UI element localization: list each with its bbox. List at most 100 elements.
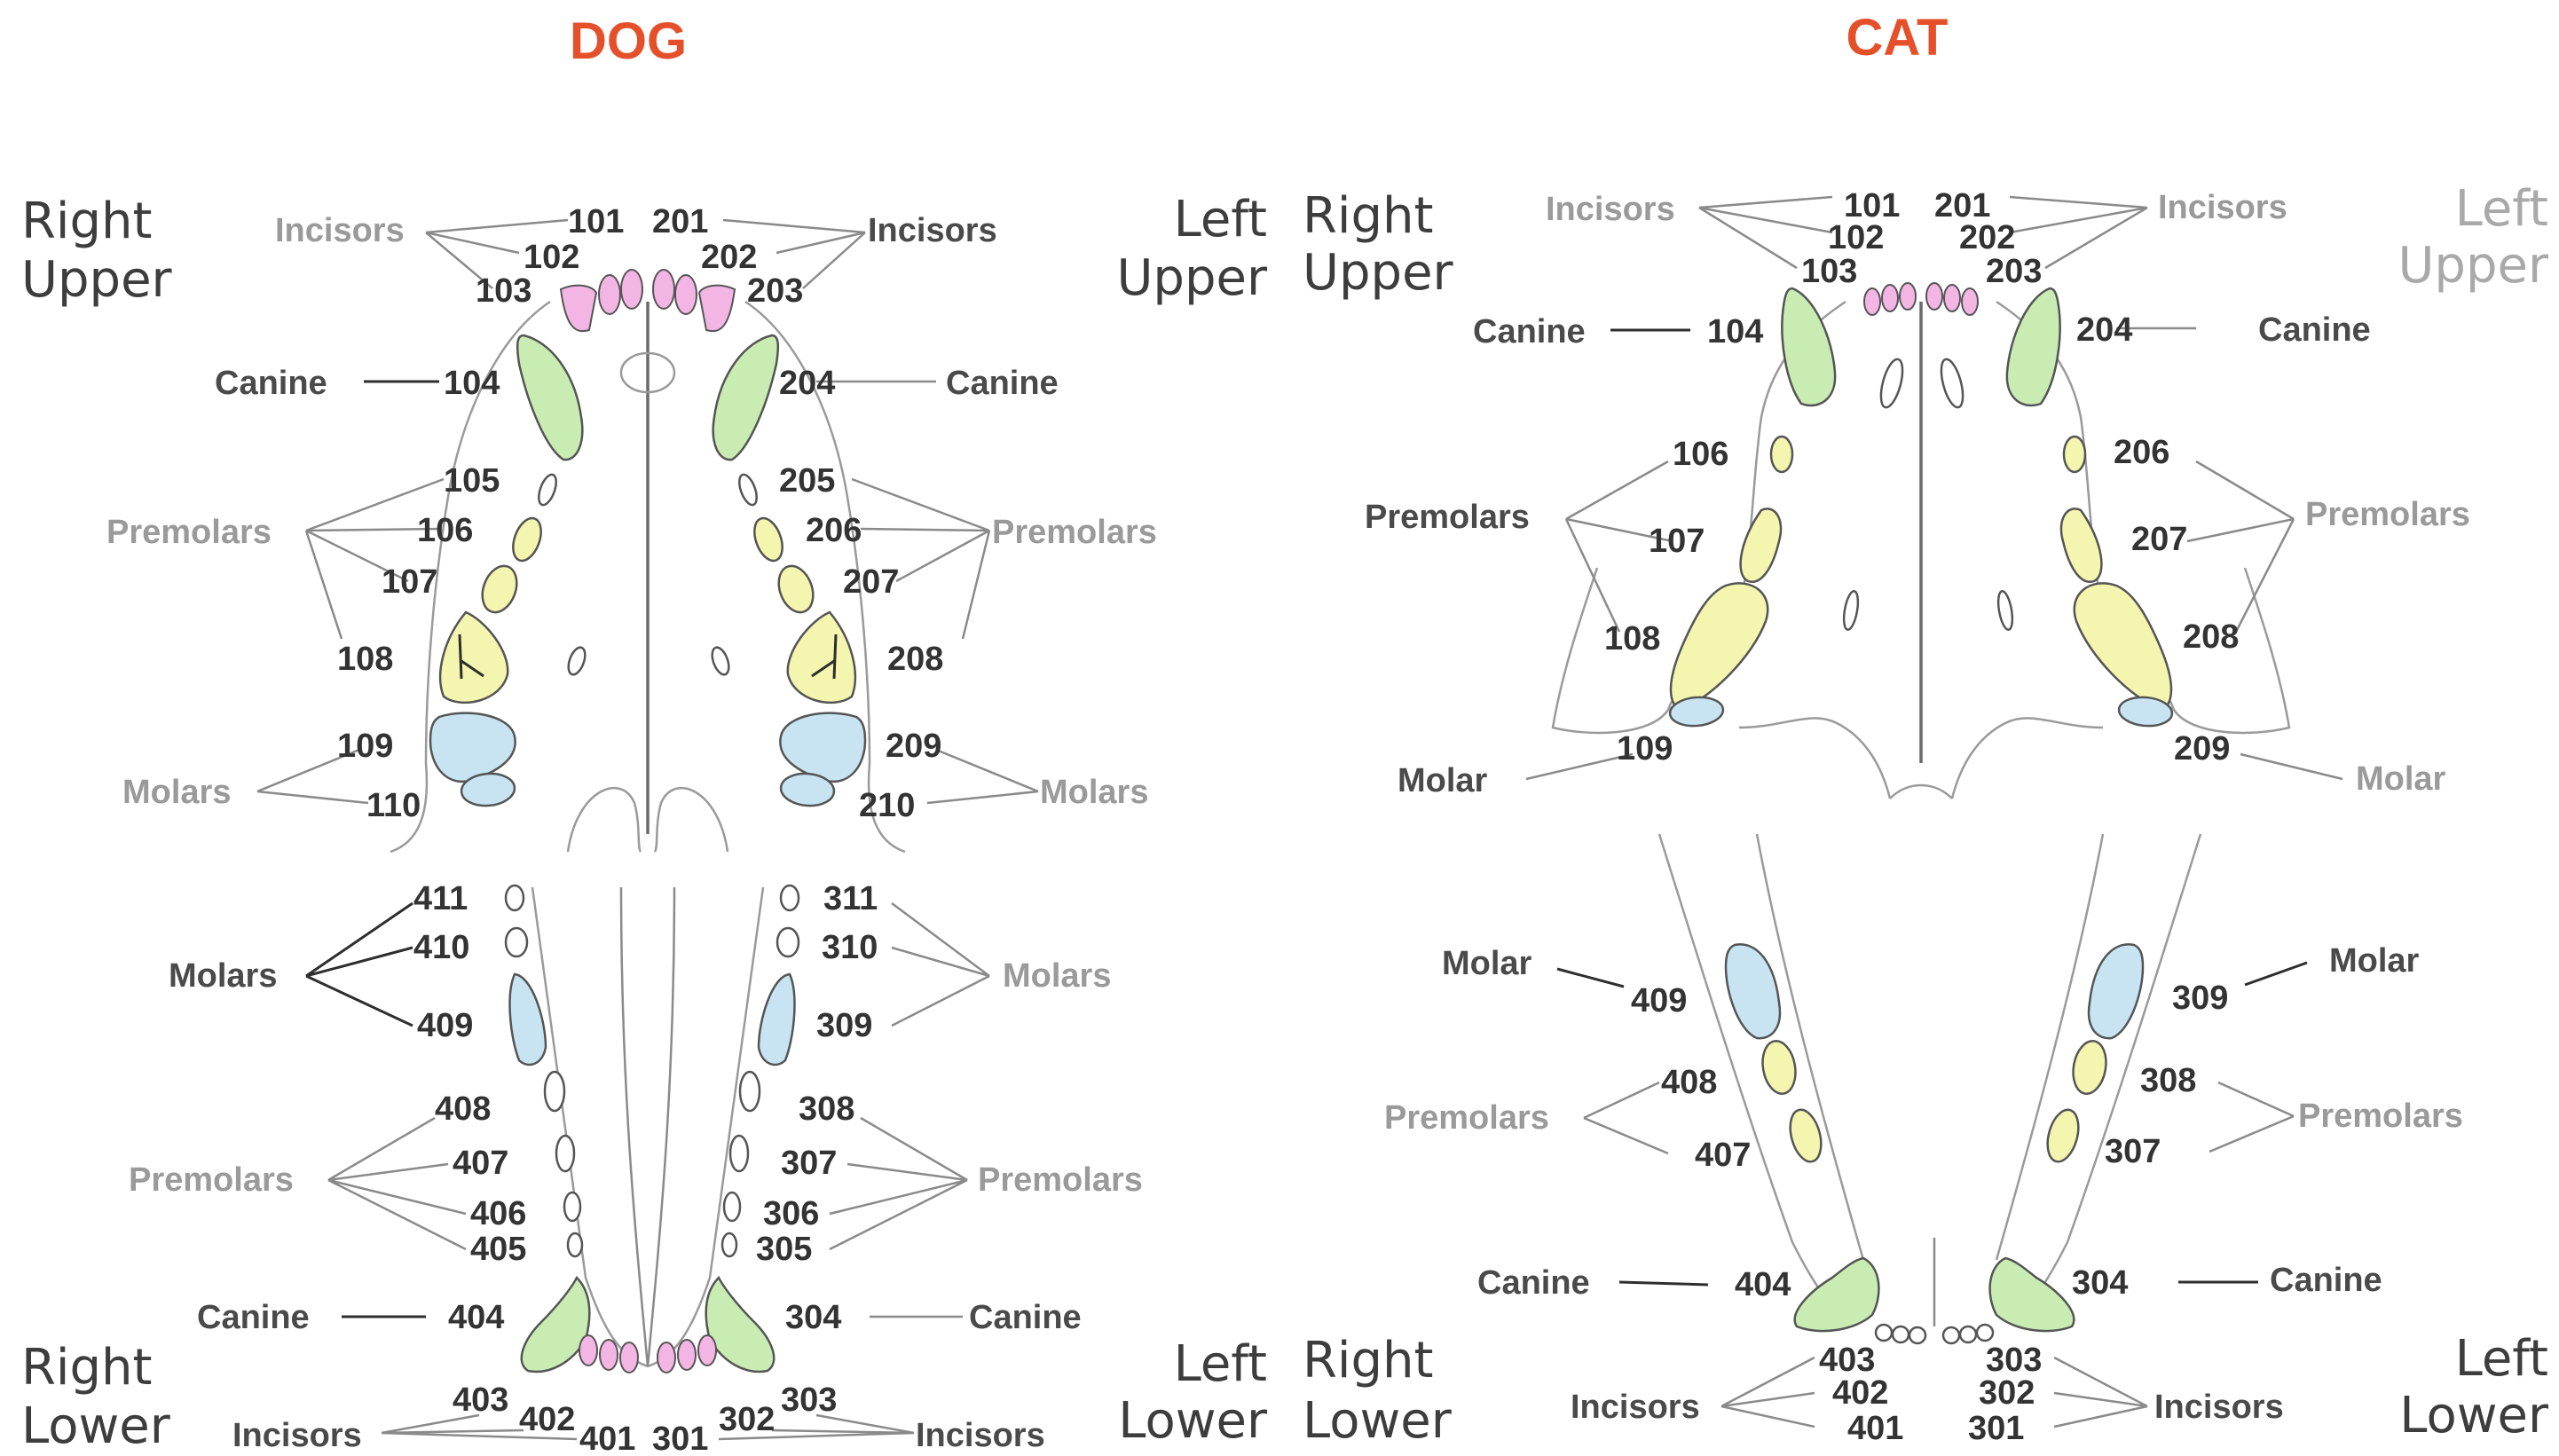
dog-molars-label-lower-right: Molars	[169, 957, 277, 995]
cat-num-209: 209	[2174, 730, 2230, 767]
dog-tooth-201	[653, 270, 674, 309]
dog-num-201: 201	[652, 203, 708, 240]
dog-tooth-410	[506, 928, 527, 956]
dog-tooth-106	[508, 515, 546, 565]
dog-tooth-308	[740, 1072, 760, 1111]
cat-num-204: 204	[2076, 311, 2132, 349]
dog-tooth-405	[568, 1233, 582, 1256]
cat-num-404: 404	[1735, 1266, 1791, 1303]
cat-left-lower-label-1: Left	[2455, 1330, 2548, 1388]
dog-canine-label-left: Canine	[946, 365, 1059, 402]
cat-tooth-409	[1726, 944, 1780, 1038]
dog-num-309: 309	[816, 1007, 872, 1044]
cat-tooth-202	[1944, 285, 1960, 311]
cat-tooth-308	[2069, 1038, 2110, 1096]
dog-palate-curve-left	[655, 788, 728, 852]
dog-incisors-label-left: Incisors	[868, 212, 997, 249]
dog-tooth-303	[698, 1335, 716, 1365]
dog-num-311: 311	[823, 880, 878, 917]
dog-right-upper-label-1: Right	[21, 193, 152, 250]
dog-tooth-208	[788, 612, 855, 703]
dog-tooth-102	[599, 275, 620, 314]
dog-tooth-101	[621, 270, 642, 309]
cat-num-108: 108	[1604, 620, 1660, 657]
dog-num-107: 107	[382, 563, 437, 601]
dog-tooth-305	[722, 1233, 736, 1256]
cat-palatine-foramen-right	[1841, 590, 1860, 631]
cat-num-408: 408	[1661, 1064, 1717, 1101]
cat-num-103: 103	[1801, 253, 1857, 290]
cat-palatine-foramen-left	[1996, 590, 2014, 631]
dog-tooth-310	[777, 928, 799, 956]
dog-tooth-402	[600, 1340, 618, 1370]
dog-tooth-207	[773, 561, 819, 617]
dog-num-202: 202	[701, 239, 757, 276]
dog-num-402: 402	[519, 1401, 575, 1438]
dog-premolars-label-right: Premolars	[106, 514, 272, 551]
cat-premolars-label-lower-left: Premolars	[2298, 1098, 2463, 1135]
dog-mandible-outline-right	[532, 887, 648, 1366]
dog-tooth-108	[440, 612, 508, 703]
dog-num-203: 203	[747, 272, 803, 310]
cat-tooth-102	[1882, 285, 1898, 311]
cat-incisive-foramen-left	[1937, 357, 1967, 409]
dog-tooth-309	[759, 974, 794, 1065]
cat-canine-label-lower-right: Canine	[1477, 1264, 1590, 1302]
cat-tooth-206	[2064, 437, 2085, 472]
cat-left-upper-label-2: Upper	[2398, 237, 2549, 295]
cat-premolars-label-right: Premolars	[1365, 499, 1530, 536]
dog-num-410: 410	[413, 929, 469, 966]
cat-canine-label-lower-left: Canine	[2270, 1262, 2382, 1299]
dog-palatine-foramen-left	[709, 645, 732, 677]
cat-palate-nasal	[1890, 785, 1952, 799]
cat-tooth-302	[1960, 1326, 1976, 1342]
cat-num-307: 307	[2105, 1133, 2161, 1170]
dog-num-408: 408	[435, 1090, 491, 1128]
cat-premolars-label-lower-right: Premolars	[1384, 1099, 1549, 1137]
dog-num-105: 105	[444, 462, 500, 500]
cat-num-104: 104	[1707, 313, 1763, 350]
dog-num-308: 308	[799, 1090, 854, 1128]
dog-symphysis-left	[648, 887, 674, 1366]
dog-num-103: 103	[476, 272, 531, 310]
cat-tooth-201	[1926, 283, 1942, 310]
cat-incisors-label-right: Incisors	[1546, 191, 1675, 228]
cat-left-upper-label-1: Left	[2455, 180, 2548, 238]
cat-tooth-303	[1977, 1325, 1993, 1341]
dog-num-302: 302	[719, 1401, 775, 1438]
dog-num-301: 301	[652, 1421, 708, 1456]
dog-premolars-label-left: Premolars	[992, 514, 1157, 551]
cat-num-208: 208	[2183, 618, 2239, 656]
dog-tooth-204	[713, 335, 778, 460]
dog-num-401: 401	[579, 1421, 635, 1456]
cat-tooth-103	[1864, 288, 1880, 315]
cat-tooth-407	[1785, 1106, 1826, 1165]
cat-tooth-208	[2075, 583, 2171, 710]
cat-tooth-304	[1990, 1258, 2075, 1331]
cat-molar-label-lower-right: Molar	[1442, 945, 1532, 982]
dog-left-lower-label-1: Left	[1174, 1335, 1267, 1393]
dog-tooth-407	[556, 1136, 574, 1171]
dog-palate-curve-right	[568, 788, 641, 852]
dog-tooth-202	[675, 275, 697, 314]
dog-incisors-label-lower-right: Incisors	[232, 1417, 362, 1454]
cat-right-upper-label-1: Right	[1303, 187, 1433, 245]
cat-tooth-309	[2089, 944, 2143, 1038]
cat-num-309: 309	[2172, 980, 2228, 1017]
cat-tooth-107	[1741, 508, 1781, 581]
dog-tooth-409	[510, 974, 546, 1065]
cat-num-308: 308	[2140, 1062, 2196, 1099]
cat-num-407: 407	[1695, 1137, 1751, 1174]
cat-num-202: 202	[1959, 219, 2015, 256]
dog-incisors-label-lower-left: Incisors	[916, 1417, 1045, 1454]
dog-left-upper-label-2: Upper	[1116, 249, 1268, 307]
dog-num-307: 307	[781, 1145, 837, 1182]
cat-canine-label-right: Canine	[1473, 313, 1586, 350]
dog-num-304: 304	[785, 1299, 841, 1336]
dog-num-210: 210	[859, 787, 915, 824]
dog-molars-label-lower-left: Molars	[1003, 957, 1111, 995]
dog-tooth-311	[781, 885, 799, 910]
cat-molar-label-lower-left: Molar	[2329, 942, 2420, 980]
dog-tooth-408	[545, 1072, 564, 1111]
cat-num-302: 302	[1979, 1374, 2035, 1412]
